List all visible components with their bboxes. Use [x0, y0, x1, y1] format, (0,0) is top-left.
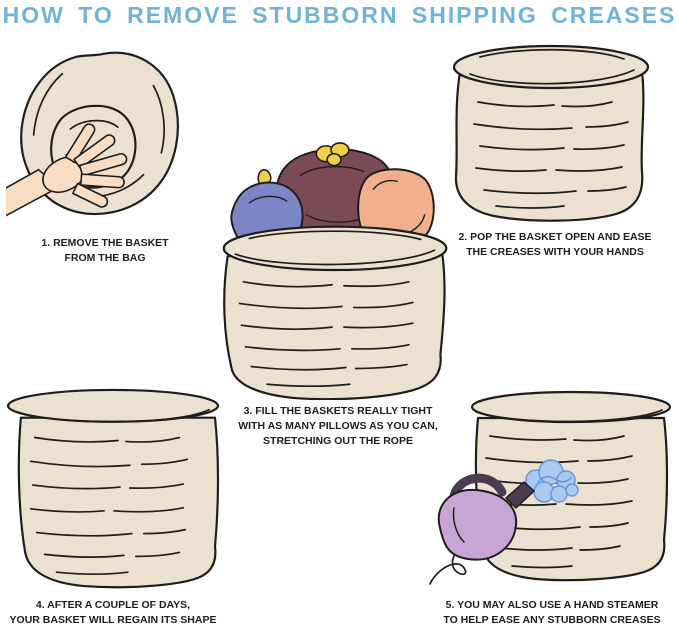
basket-graphic — [470, 390, 672, 582]
step-1-illustration — [6, 44, 190, 234]
caption-line: WITH AS MANY PILLOWS AS YOU CAN, — [238, 420, 438, 433]
step-5-illustration — [424, 388, 676, 592]
steamer-graphic — [429, 473, 535, 585]
page-title: HOW TO REMOVE STUBBORN SHIPPING CREASES — [2, 2, 677, 28]
basket-graphic — [6, 388, 220, 589]
hand-graphic — [6, 123, 128, 217]
caption-line: 4. AFTER A COUPLE OF DAYS, — [35, 599, 191, 611]
step-3-caption: 3. FILL THE BASKETS REALLY TIGHT WITH AS… — [222, 404, 454, 450]
caption-line: TO HELP EASE ANY STUBBORN CREASES — [443, 614, 661, 627]
caption-line: STRETCHING OUT THE ROPE — [263, 435, 413, 448]
step-5-caption: 5. YOU MAY ALSO USE A HAND STEAMER TO HE… — [428, 598, 676, 628]
caption-line: THE CREASES WITH YOUR HANDS — [466, 246, 644, 259]
step-3-illustration — [214, 138, 458, 400]
caption-line: FROM THE BAG — [64, 252, 146, 265]
pillow-knot-graphic — [315, 142, 350, 167]
caption-line: 3. FILL THE BASKETS REALLY TIGHT — [243, 405, 433, 417]
step-4-illustration — [0, 386, 226, 594]
basket-graphic — [222, 225, 448, 400]
step-2-caption: 2. POP THE BASKET OPEN AND EASE THE CREA… — [436, 230, 674, 260]
caption-line: YOUR BASKET WILL REGAIN ITS SHAPE — [9, 614, 217, 627]
steamer-handle-graphic — [449, 473, 507, 501]
caption-line: 5. YOU MAY ALSO USE A HAND STEAMER — [445, 599, 659, 611]
step-1-caption: 1. REMOVE THE BASKET FROM THE BAG — [10, 236, 200, 266]
step-2-illustration — [444, 40, 660, 226]
steamer-nozzle-graphic — [505, 481, 535, 509]
caption-line: 2. POP THE BASKET OPEN AND EASE — [458, 231, 652, 243]
steamer-body-graphic — [437, 488, 518, 561]
basket-graphic — [452, 44, 650, 222]
step-4-caption: 4. AFTER A COUPLE OF DAYS, YOUR BASKET W… — [2, 598, 224, 628]
caption-line: 1. REMOVE THE BASKET — [41, 237, 169, 249]
power-cord-graphic — [429, 555, 467, 585]
